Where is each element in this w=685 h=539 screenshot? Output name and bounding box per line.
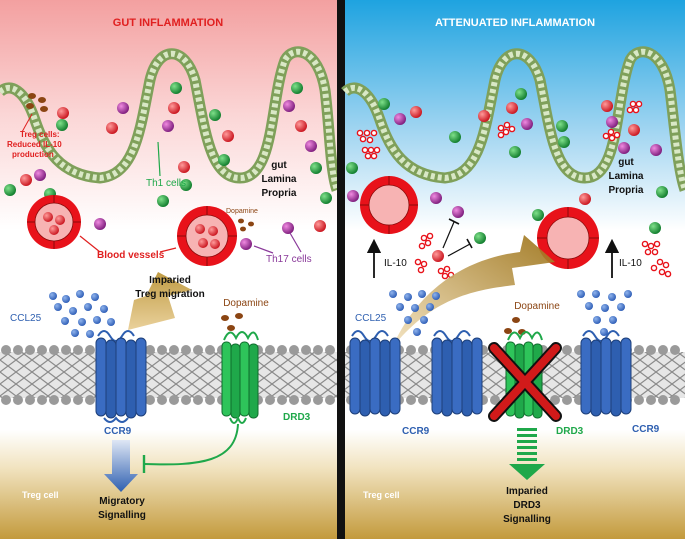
right-ccr9-receptor-1 <box>349 330 401 417</box>
left-impaired-line1: Imparied <box>149 275 191 286</box>
right-impaired-drd3-line3: Signalling <box>503 514 551 525</box>
left-impaired-migration-arrow <box>128 272 192 330</box>
left-blood-vessel-pointer-1 <box>79 235 101 253</box>
left-blood-vessel-1 <box>27 195 81 249</box>
left-th17-label: Th17 cells <box>266 254 312 265</box>
right-cytoplasm-background <box>345 430 685 539</box>
left-title: GUT INFLAMMATION <box>113 17 223 29</box>
right-il10-inhibit-line-1 <box>442 221 455 249</box>
right-treg-cell-label: Treg cell <box>363 490 400 500</box>
right-il10-inhibit-bar-1 <box>448 218 460 225</box>
right-ccr9-receptor-3 <box>580 330 632 417</box>
left-cytoplasm-background <box>0 430 337 539</box>
left-ccr9-label: CCR9 <box>104 426 132 437</box>
left-immune-cells <box>4 82 332 250</box>
left-dopamine-label: Dopamine <box>223 298 269 309</box>
right-drd3-label: DRD3 <box>556 426 584 437</box>
right-ccr9-left-label: CCR9 <box>402 426 430 437</box>
right-ccl25-dots-left <box>389 290 440 336</box>
right-ccr9-right-label: CCR9 <box>632 424 660 435</box>
right-epithelium-inner <box>342 48 685 191</box>
left-lamina-label-lamina: Lamina <box>261 174 296 185</box>
right-impaired-drd3-line2: DRD3 <box>513 500 541 511</box>
left-dopamine-cluster-top <box>26 93 48 112</box>
left-th17-pointer-2 <box>289 232 302 253</box>
left-ccl25-label: CCL25 <box>10 313 42 324</box>
right-lamina-label-lamina: Lamina <box>608 171 643 182</box>
right-lamina-label-gut: gut <box>618 157 634 168</box>
right-lamina-label-propria: Propria <box>608 185 643 196</box>
right-il10-inhibit-line-2 <box>447 243 471 257</box>
left-migratory-line1: Migratory <box>99 496 145 507</box>
right-panel: ATTENUATED INFLAMMATION <box>341 0 685 539</box>
right-ccl25-dots-right <box>577 290 632 336</box>
left-lumen-background <box>0 0 337 230</box>
right-il10-inhibit-bar-2 <box>466 238 473 249</box>
right-il10-left-label: IL-10 <box>384 258 407 269</box>
left-migratory-arrow <box>104 440 138 492</box>
left-ccr9-receptor <box>95 330 147 423</box>
right-il10-right-label: IL-10 <box>619 258 642 269</box>
left-treg-cell-label: Treg cell <box>22 490 59 500</box>
left-lamina-label-gut: gut <box>271 160 287 171</box>
left-lamina-label-propria: Propria <box>261 188 296 199</box>
left-blood-vessels-label: Blood vessels <box>97 250 165 261</box>
left-th17-pointer-1 <box>253 245 274 254</box>
left-blood-vessel-2 <box>177 206 237 266</box>
left-drd3-inhibition-line <box>143 423 239 466</box>
left-treg-note-pointer <box>21 113 33 133</box>
right-il10-clusters <box>356 100 672 280</box>
right-blood-vessel-1 <box>360 176 418 234</box>
right-drd3-block-x-icon <box>488 342 562 422</box>
left-ccl25-dots <box>49 290 115 338</box>
left-th1-label: Th1 cells <box>146 178 186 189</box>
left-dopamine-cluster-mid <box>238 218 254 232</box>
right-dopamine-label: Dopamine <box>514 301 560 312</box>
left-blood-vessel-pointer-2 <box>159 247 177 253</box>
left-epithelium-inner <box>0 48 340 191</box>
right-blood-vessel-2 <box>537 207 599 269</box>
panel-divider <box>337 0 345 539</box>
left-drd3-receptor <box>221 331 259 424</box>
right-ccr9-receptor-2 <box>431 330 483 417</box>
right-impaired-drd3-line1: Imparied <box>506 486 548 497</box>
left-panel: GUT INFLAMMATION Treg cells: Reduced IL-… <box>0 0 343 539</box>
left-drd3-label: DRD3 <box>283 412 311 423</box>
left-treg-note-line3: production <box>12 150 54 159</box>
left-treg-note-line2: Reduced IL-10 <box>7 140 62 149</box>
right-title: ATTENUATED INFLAMMATION <box>435 17 595 29</box>
left-cell-membrane <box>0 345 337 405</box>
left-treg-note-line1: Treg cells: <box>20 130 60 139</box>
right-impaired-drd3-arrow <box>509 428 545 480</box>
left-migratory-line2: Signalling <box>98 510 146 521</box>
left-dopamine-small-label: Dopamine <box>226 208 258 215</box>
left-dopamine-cluster-low <box>221 313 243 331</box>
left-th1-pointer <box>157 141 161 177</box>
right-treg-migration-arrow <box>392 235 555 348</box>
left-impaired-line2: Treg migration <box>135 289 204 300</box>
right-ccl25-label: CCL25 <box>355 313 387 324</box>
right-immune-cells <box>346 88 668 262</box>
